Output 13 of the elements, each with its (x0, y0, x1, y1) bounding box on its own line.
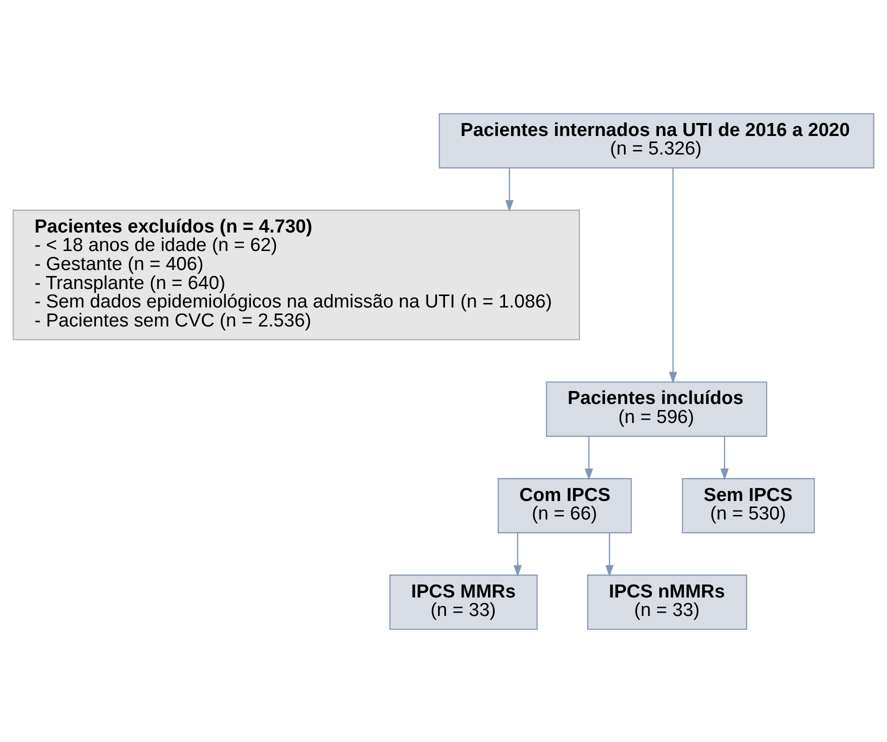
arrow (668, 168, 678, 384)
node-box: Sem IPCS (n = 530) (682, 478, 815, 533)
arrow (584, 436, 593, 480)
arrow (720, 436, 729, 480)
node-box: IPCS nMMRs (n = 33) (587, 574, 748, 630)
node-box: Pacientes incluídos (n = 596) (546, 381, 768, 436)
node-box: Pacientes internados na UTI de 2016 a 2020 (n = 5.326) (438, 112, 874, 168)
node-box: IPCS MMRs (n = 33) (389, 574, 538, 630)
node-box: Com IPCS (n = 66) (498, 478, 632, 533)
arrow (505, 167, 514, 212)
arrow (514, 532, 522, 576)
arrow (605, 532, 614, 576)
node-box: Pacientes excluídos (n = 4.730) - < 18 anos de idade (n = 62) - Gestante (n = 406) - Transplante (n = 640) - Sem dados epidemiológicos na admissão na UTI (n = 1.086) - Pacientes sem CVC (n = 2.536) (12, 209, 580, 340)
